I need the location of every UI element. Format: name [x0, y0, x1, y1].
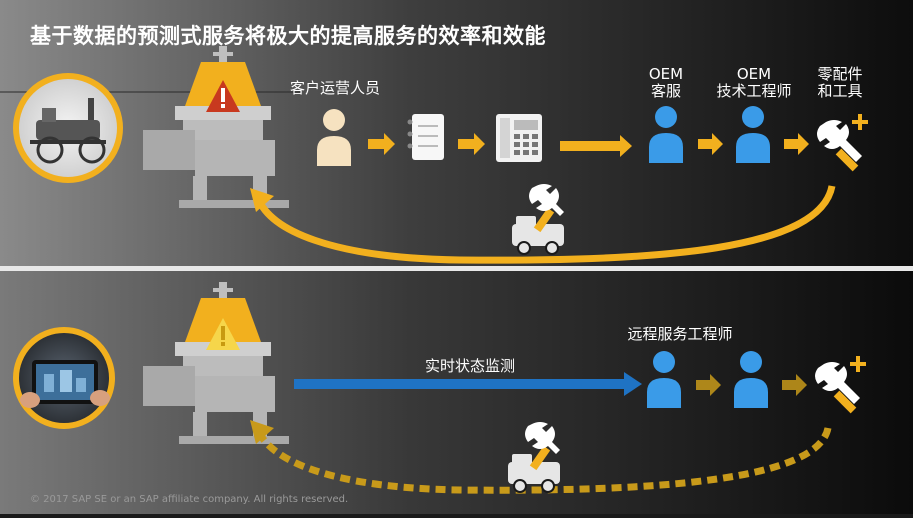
flow-arrow	[458, 133, 485, 155]
return-path	[254, 185, 836, 264]
flow-arrow-long	[560, 135, 632, 157]
oem-service-label-line2: 客服	[650, 82, 681, 101]
return-path-dashed	[254, 427, 832, 494]
oem-service-label-line1: OEM	[648, 65, 684, 83]
monitoring-arrowhead	[624, 372, 642, 396]
flow-arrow	[368, 133, 395, 155]
parts-tools-label: 零配件 和工具	[803, 65, 877, 101]
telephone-icon	[496, 114, 542, 162]
copyright-footer: © 2017 SAP SE or an SAP affiliate compan…	[30, 494, 349, 505]
flow-arrow	[698, 133, 723, 155]
remote-engineer-label: 远程服务工程师	[627, 325, 733, 343]
steam-engine-icon	[13, 73, 123, 183]
monitoring-label: 实时状态监测	[424, 357, 515, 375]
flow-arrow	[696, 374, 721, 396]
flow-arrow	[782, 374, 807, 396]
oem-engineer-label-line2: 技术工程师	[716, 82, 792, 101]
notepad-icon	[407, 114, 444, 160]
return-arrowhead	[250, 420, 274, 444]
oem-engineer-label-line1: OEM	[736, 65, 772, 83]
return-arrowhead	[250, 188, 274, 212]
tablet-monitoring-icon	[13, 327, 115, 429]
parts-tools-label-line1: 零配件	[817, 65, 863, 83]
bottom-panel	[0, 271, 913, 514]
oem-service-label: OEM 客服	[620, 65, 712, 101]
parts-tools-label-line2: 和工具	[817, 82, 863, 101]
page-title: 基于数据的预测式服务将极大的提高服务的效率和效能	[30, 24, 546, 48]
warning-icon	[206, 318, 240, 350]
oem-engineer-label: OEM 技术工程师	[698, 65, 810, 101]
panel-divider	[0, 266, 913, 271]
flow-arrow	[784, 133, 809, 155]
alert-icon	[206, 80, 240, 112]
customer-operator-label: 客户运营人员	[289, 79, 380, 97]
